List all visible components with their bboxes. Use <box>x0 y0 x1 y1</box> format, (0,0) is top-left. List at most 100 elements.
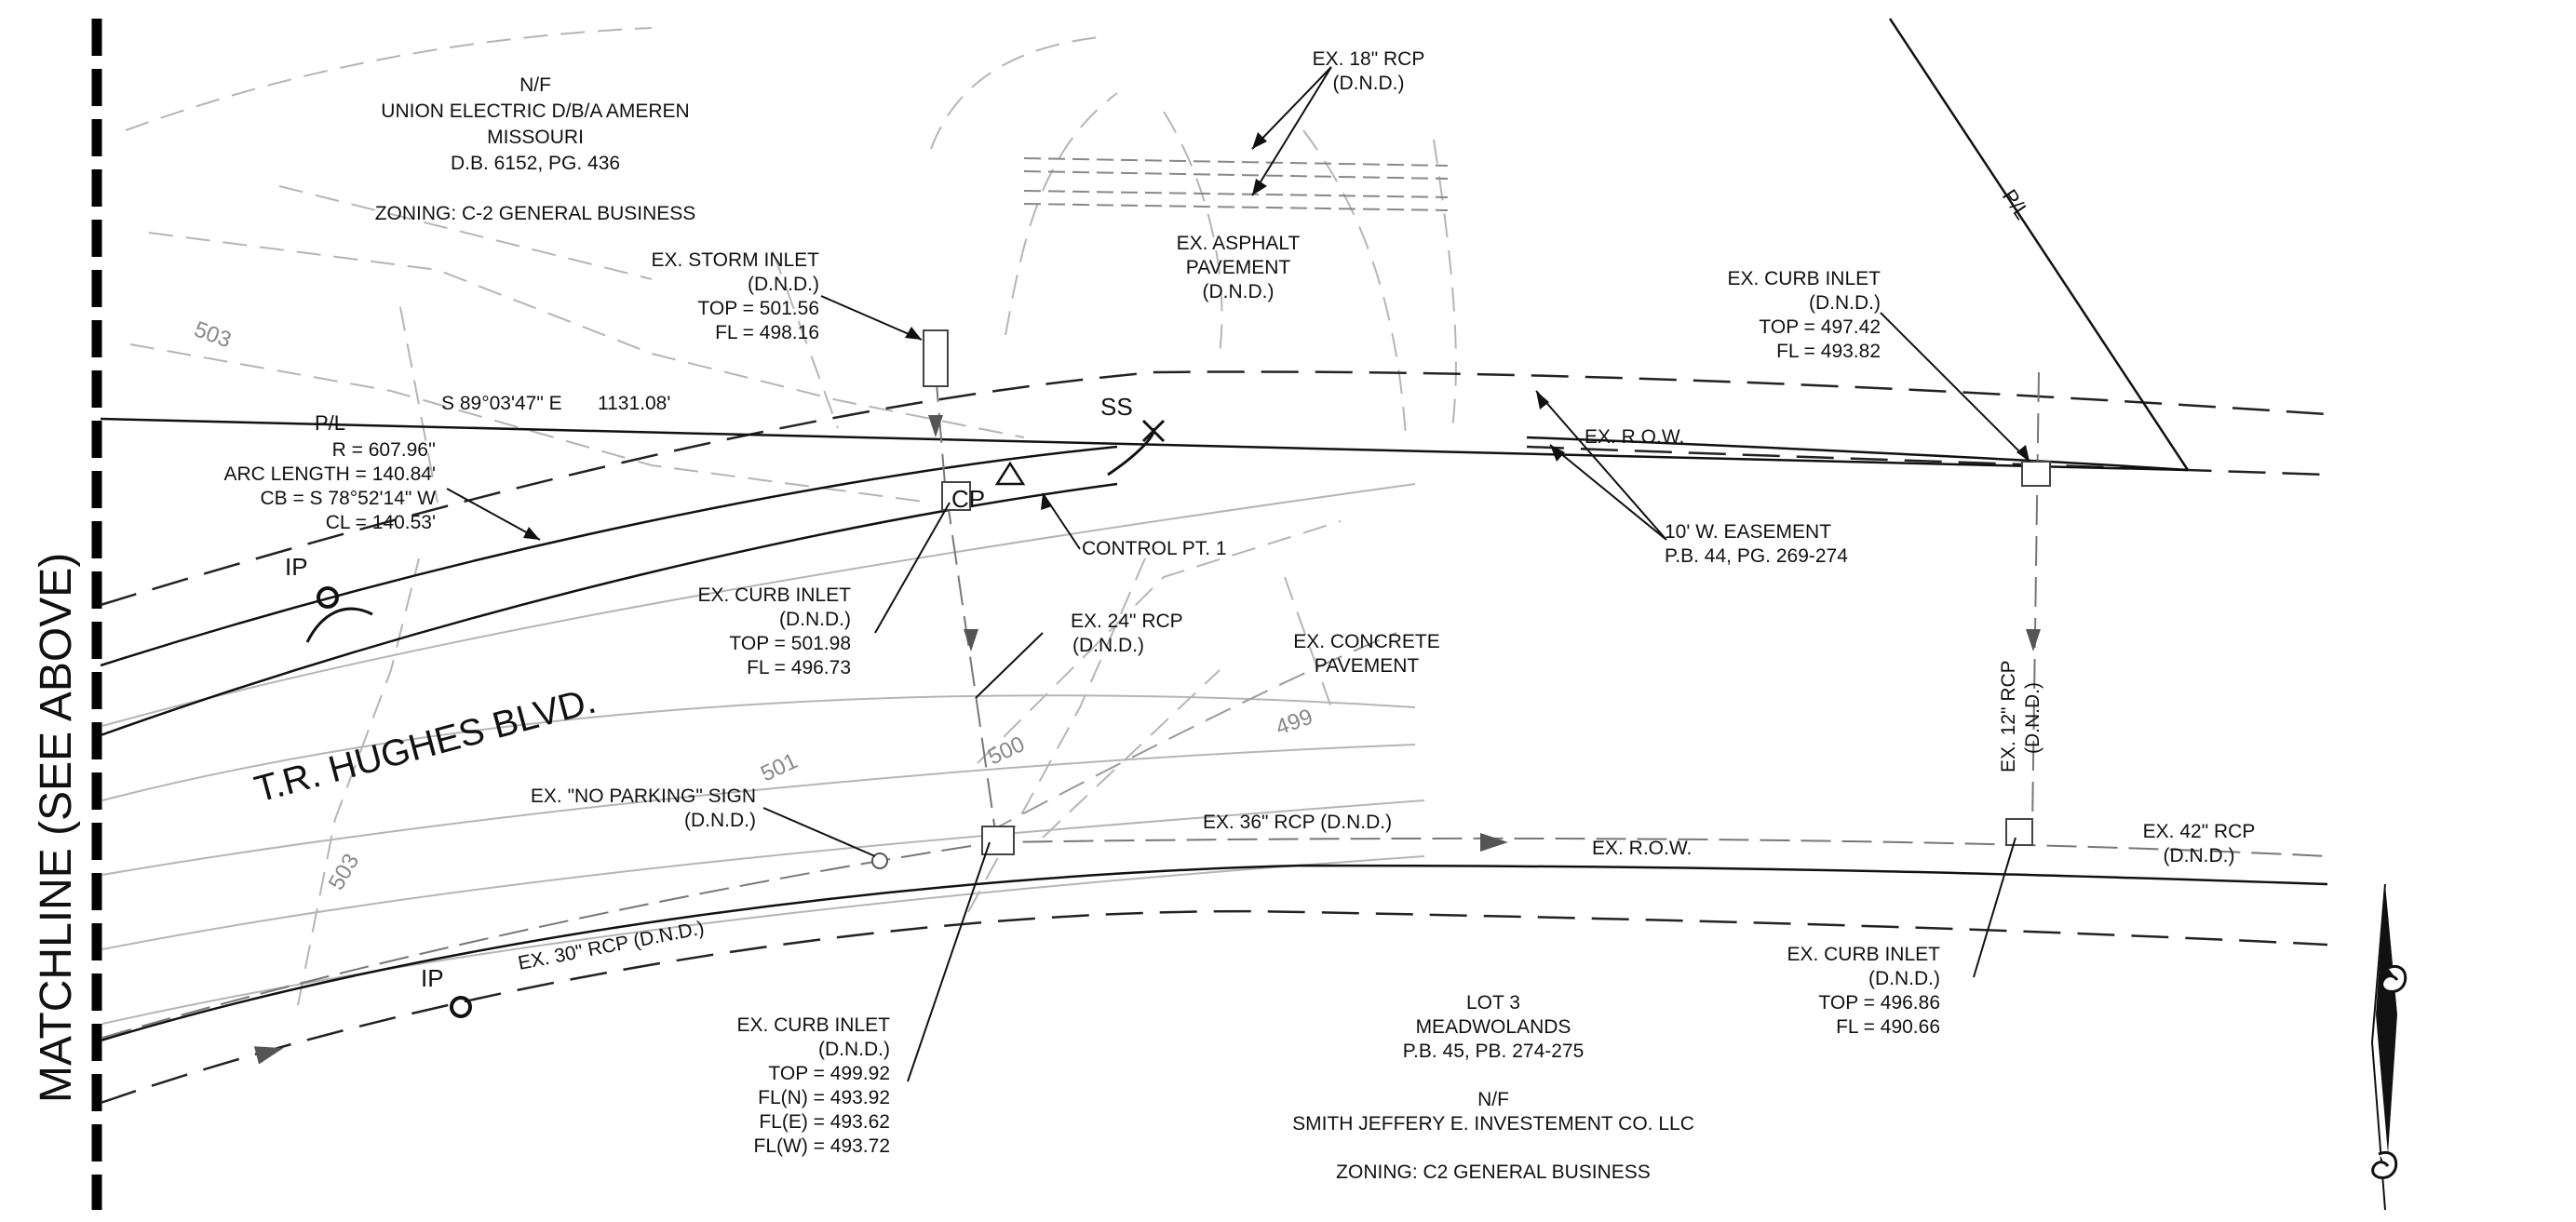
svg-text:FL = 496.73: FL = 496.73 <box>747 657 851 678</box>
property-line-symbol-west: P/L <box>315 411 345 435</box>
matchline-label: MATCHLINE (SEE ABOVE) <box>32 553 81 1103</box>
svg-text:(D.N.D.): (D.N.D.) <box>1203 281 1275 302</box>
svg-text:N/F: N/F <box>1477 1089 1509 1110</box>
rcp12-label: EX. 12" RCP (D.N.D.) <box>1998 660 2043 772</box>
concrete-label: EX. CONCRETE PAVEMENT <box>1293 631 1440 677</box>
svg-text:MISSOURI: MISSOURI <box>487 127 584 148</box>
north-arrow-icon <box>2370 883 2407 1211</box>
curb-inlet-cp-symbol <box>941 481 971 511</box>
cp-label: CP <box>951 485 985 513</box>
curb-inlet-se-label: EX. CURB INLET (D.N.D.) TOP = 496.86 FL … <box>1787 944 1940 1038</box>
ip-label-south: IP <box>421 964 444 992</box>
flow-arrow <box>2026 629 2041 651</box>
svg-text:EX. "NO PARKING" SIGN: EX. "NO PARKING" SIGN <box>531 786 756 807</box>
contour-label-499: 499 <box>1273 705 1316 741</box>
control-point-label: CONTROL PT. 1 <box>1082 538 1227 559</box>
svg-text:FL(E) = 493.62: FL(E) = 493.62 <box>759 1111 890 1133</box>
svg-text:TOP = 496.86: TOP = 496.86 <box>1818 992 1940 1014</box>
contour-label-503-south: 503 <box>324 850 364 894</box>
contour-label-500: 500 <box>984 732 1029 770</box>
asphalt-label: EX. ASPHALT PAVEMENT (D.N.D.) <box>1177 233 1301 302</box>
svg-text:LOT 3: LOT 3 <box>1466 992 1520 1014</box>
storm-inlet-label: EX. STORM INLET (D.N.D.) TOP = 501.56 FL… <box>652 249 820 343</box>
property-line-ne <box>1888 18 2190 471</box>
contour-label-501: 501 <box>757 748 802 786</box>
svg-text:PAVEMENT: PAVEMENT <box>1186 257 1291 278</box>
north-parcel-label: N/F UNION ELECTRIC D/B/A AMEREN MISSOURI… <box>375 74 696 224</box>
contour-lines <box>101 27 1457 1025</box>
svg-text:ZONING: C2 GENERAL BUSINESS: ZONING: C2 GENERAL BUSINESS <box>1336 1162 1651 1183</box>
svg-text:(D.N.D.): (D.N.D.) <box>2164 845 2235 866</box>
ss-label: SS <box>1100 393 1133 421</box>
svg-text:MEADWOLANDS: MEADWOLANDS <box>1416 1016 1571 1038</box>
sign-symbol <box>871 853 888 869</box>
svg-text:FL = 490.66: FL = 490.66 <box>1836 1016 1940 1038</box>
svg-text:R = 607.96'': R = 607.96'' <box>332 439 436 461</box>
flow-arrow <box>1480 833 1508 852</box>
svg-text:(D.N.D.): (D.N.D.) <box>1809 292 1881 314</box>
svg-text:EX. 42" RCP: EX. 42" RCP <box>2143 821 2256 842</box>
distance-label: 1131.08' <box>598 393 670 414</box>
iron-pin-icon <box>317 586 339 609</box>
rcp18-label: EX. 18" RCP (D.N.D.) <box>1313 48 1425 94</box>
easement-label: 10' W. EASEMENT P.B. 44, PG. 269-274 <box>1665 521 1848 567</box>
contour-label-503-north: 503 <box>191 316 235 353</box>
pipes <box>101 157 2328 1039</box>
svg-text:UNION ELECTRIC D/B/A AMEREN: UNION ELECTRIC D/B/A AMEREN <box>381 101 689 122</box>
svg-text:TOP = 499.92: TOP = 499.92 <box>768 1063 890 1084</box>
curb-inlet-s-label: EX. CURB INLET (D.N.D.) TOP = 499.92 FL(… <box>736 1014 890 1157</box>
svg-text:D.B. 6152, PG. 436: D.B. 6152, PG. 436 <box>451 153 620 174</box>
svg-text:CL = 140.53': CL = 140.53' <box>326 512 436 533</box>
rcp24-label: EX. 24" RCP (D.N.D.) <box>1071 611 1183 656</box>
svg-text:EX. CONCRETE: EX. CONCRETE <box>1293 631 1440 652</box>
svg-text:FL = 498.16: FL = 498.16 <box>715 322 819 343</box>
south-parcel-label: LOT 3 MEADWOLANDS P.B. 45, PB. 274-275 N… <box>1292 992 1694 1183</box>
flow-arrow <box>964 629 978 651</box>
ip-label-north: IP <box>285 553 308 581</box>
svg-text:(D.N.D.): (D.N.D.) <box>748 274 819 295</box>
no-parking-sign-label: EX. "NO PARKING" SIGN (D.N.D.) <box>531 786 756 831</box>
svg-text:EX. CURB INLET: EX. CURB INLET <box>697 584 851 606</box>
curb-inlet-ne-symbol <box>2021 461 2051 487</box>
svg-text:SMITH JEFFERY E. INVESTEMENT C: SMITH JEFFERY E. INVESTEMENT CO. LLC <box>1292 1113 1694 1135</box>
svg-text:ZONING: C-2 GENERAL BUSINESS: ZONING: C-2 GENERAL BUSINESS <box>375 203 696 224</box>
rcp42-label: EX. 42" RCP (D.N.D.) <box>2143 821 2256 866</box>
curb-inlet-cp-label: EX. CURB INLET (D.N.D.) TOP = 501.98 FL … <box>697 584 851 678</box>
svg-text:TOP = 501.98: TOP = 501.98 <box>729 633 851 654</box>
svg-text:EX. CURB INLET: EX. CURB INLET <box>736 1014 890 1036</box>
svg-text:(D.N.D.): (D.N.D.) <box>1333 73 1405 94</box>
rcp36-label: EX. 36" RCP (D.N.D.) <box>1203 812 1392 833</box>
svg-text:EX. 24" RCP: EX. 24" RCP <box>1071 611 1183 632</box>
svg-text:TOP = 497.42: TOP = 497.42 <box>1759 316 1881 338</box>
svg-text:N/F: N/F <box>519 74 551 96</box>
svg-text:10' W. EASEMENT: 10' W. EASEMENT <box>1665 521 1831 543</box>
svg-text:EX. CURB INLET: EX. CURB INLET <box>1787 944 1940 965</box>
curb-inlet-ne-label: EX. CURB INLET (D.N.D.) TOP = 497.42 FL … <box>1727 268 1881 362</box>
row-label-south: EX. R.O.W. <box>1592 838 1692 859</box>
svg-text:(D.N.D.): (D.N.D.) <box>684 810 756 831</box>
iron-pin-arc <box>305 607 373 643</box>
leader-arrowheads <box>523 132 2030 540</box>
svg-text:(D.N.D.): (D.N.D.) <box>2022 682 2043 754</box>
svg-text:EX. STORM INLET: EX. STORM INLET <box>652 249 820 271</box>
road-lines <box>100 370 2328 1105</box>
svg-text:P.B. 45, PB. 274-275: P.B. 45, PB. 274-275 <box>1403 1041 1585 1062</box>
svg-text:FL(N) = 493.92: FL(N) = 493.92 <box>758 1087 890 1108</box>
leader-lines <box>446 66 2030 1082</box>
flow-arrow <box>253 1046 284 1065</box>
svg-text:(D.N.D.): (D.N.D.) <box>779 609 851 630</box>
control-point-icon <box>994 461 1026 486</box>
svg-text:EX. 12" RCP: EX. 12" RCP <box>1998 660 2019 772</box>
curb-inlet-se-symbol <box>2005 818 2033 846</box>
bearing-label: S 89°03'47" E <box>441 393 562 414</box>
svg-text:P.B. 44, PG. 269-274: P.B. 44, PG. 269-274 <box>1665 545 1848 567</box>
svg-text:FL = 493.82: FL = 493.82 <box>1776 341 1881 362</box>
curve-data-label: R = 607.96'' ARC LENGTH = 140.84' CB = S… <box>223 439 436 533</box>
svg-text:(D.N.D.): (D.N.D.) <box>1868 968 1940 989</box>
svg-text:TOP = 501.56: TOP = 501.56 <box>697 298 819 319</box>
svg-text:EX. 18" RCP: EX. 18" RCP <box>1313 48 1425 70</box>
iron-pin-icon <box>450 996 472 1018</box>
svg-text:(D.N.D.): (D.N.D.) <box>1072 635 1144 656</box>
storm-inlet-symbol <box>923 329 949 387</box>
svg-text:EX. CURB INLET: EX. CURB INLET <box>1727 268 1881 289</box>
